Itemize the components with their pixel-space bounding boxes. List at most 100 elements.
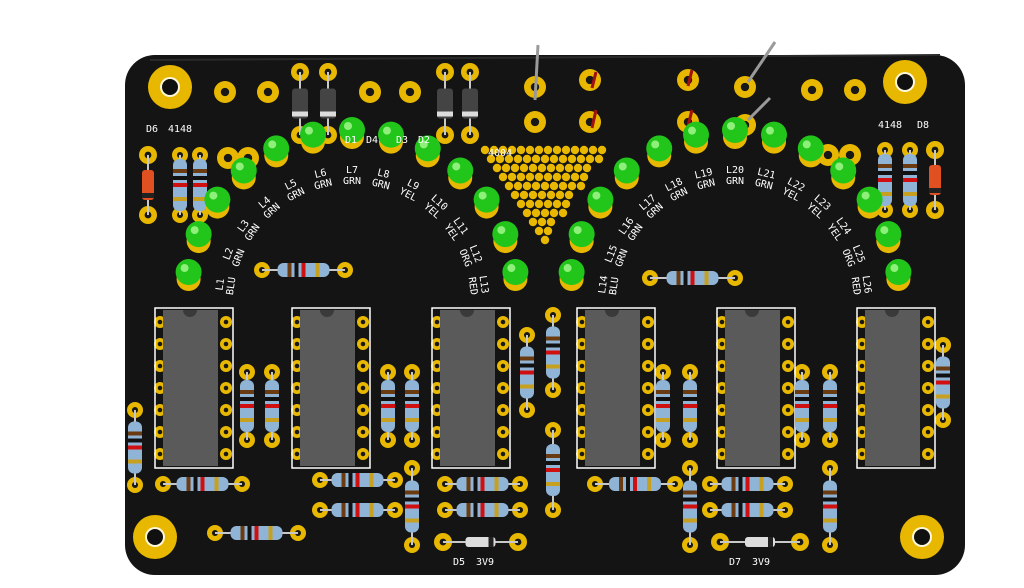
through-hole-pad xyxy=(734,76,756,98)
ic-pin-pad xyxy=(782,426,794,438)
ic-pin-pad xyxy=(642,404,654,416)
led-l11 xyxy=(473,186,500,219)
via xyxy=(543,145,553,155)
resistor xyxy=(823,372,837,440)
diode xyxy=(929,150,941,210)
via xyxy=(516,172,526,182)
ic-pin-pad xyxy=(922,404,934,416)
diode xyxy=(292,72,308,135)
via xyxy=(579,172,589,182)
ic-pin-pad xyxy=(497,426,509,438)
via xyxy=(519,163,529,173)
via xyxy=(528,190,538,200)
diode xyxy=(462,72,478,135)
led-l14 xyxy=(558,259,585,292)
mounting-hole-bottom-right xyxy=(900,515,944,559)
through-hole-pad xyxy=(257,81,279,103)
ic-body xyxy=(725,310,780,466)
resistor xyxy=(823,468,837,545)
label-d7-value: 3V9 xyxy=(752,557,770,568)
ic-body xyxy=(865,310,920,466)
ic-pin-pad xyxy=(357,316,369,328)
ic-pin-pad xyxy=(220,360,232,372)
resistor xyxy=(546,315,560,390)
via xyxy=(546,190,556,200)
resistor xyxy=(650,271,735,285)
ic-pin-pad xyxy=(782,338,794,350)
through-hole-pad xyxy=(399,81,421,103)
resistor xyxy=(878,150,892,210)
wires xyxy=(533,41,777,122)
led-l20 xyxy=(722,117,748,149)
ic-outline xyxy=(856,307,936,469)
ic-body xyxy=(585,310,640,466)
resistor xyxy=(795,372,809,440)
through-hole-pad xyxy=(579,69,601,91)
label-d1: D1 xyxy=(345,135,357,146)
ic-body xyxy=(440,310,495,466)
via xyxy=(498,172,508,182)
via xyxy=(540,208,550,218)
led-l2 xyxy=(185,221,212,254)
ic-pin-pad xyxy=(497,382,509,394)
led-l18 xyxy=(646,135,673,168)
led-l12 xyxy=(492,221,519,254)
ic-pin-pad xyxy=(497,316,509,328)
via xyxy=(504,181,514,191)
via xyxy=(582,163,592,173)
through-hole-pad xyxy=(579,111,601,133)
ic-pin-pad xyxy=(642,426,654,438)
led-label-l21: L21GRN xyxy=(754,167,777,193)
via xyxy=(564,190,574,200)
resistor xyxy=(683,468,697,545)
led-l1 xyxy=(175,259,202,292)
via-field xyxy=(480,145,607,245)
ic-outline xyxy=(291,307,371,469)
resistor xyxy=(128,410,142,485)
resistor xyxy=(520,335,534,410)
via xyxy=(594,154,604,164)
via xyxy=(531,181,541,191)
ic-notch xyxy=(183,310,197,317)
via xyxy=(486,154,496,164)
via xyxy=(522,154,532,164)
resistor xyxy=(683,372,697,440)
ic-pin-pad xyxy=(922,360,934,372)
ic-pin-pad xyxy=(357,382,369,394)
led-l25 xyxy=(875,221,902,254)
via xyxy=(495,154,505,164)
via xyxy=(552,199,562,209)
via xyxy=(513,154,523,164)
via xyxy=(537,217,547,227)
led-l6 xyxy=(300,121,327,154)
via xyxy=(579,145,589,155)
resistor xyxy=(546,430,560,510)
resistor xyxy=(405,372,419,440)
resistor xyxy=(215,526,298,540)
via xyxy=(534,226,544,236)
via xyxy=(570,145,580,155)
ic-pin-pad xyxy=(220,426,232,438)
via xyxy=(543,199,553,209)
ic-outline xyxy=(576,307,656,469)
label-d6: D6 xyxy=(146,124,158,135)
resistor xyxy=(381,372,395,440)
ic-layer xyxy=(154,307,936,469)
ic-pin-pad xyxy=(357,426,369,438)
via xyxy=(510,190,520,200)
via xyxy=(570,172,580,182)
via xyxy=(567,181,577,191)
ic-pin-pad xyxy=(497,448,509,460)
through-hole-pad xyxy=(214,81,236,103)
via xyxy=(552,145,562,155)
label-d5-value: 3V9 xyxy=(476,557,494,568)
via xyxy=(540,154,550,164)
ic-notch xyxy=(885,310,899,317)
led-l9 xyxy=(414,135,441,168)
through-hole-pad xyxy=(844,79,866,101)
label-d3: D3 xyxy=(396,135,408,146)
resistor xyxy=(262,263,345,277)
resistor xyxy=(240,372,254,440)
